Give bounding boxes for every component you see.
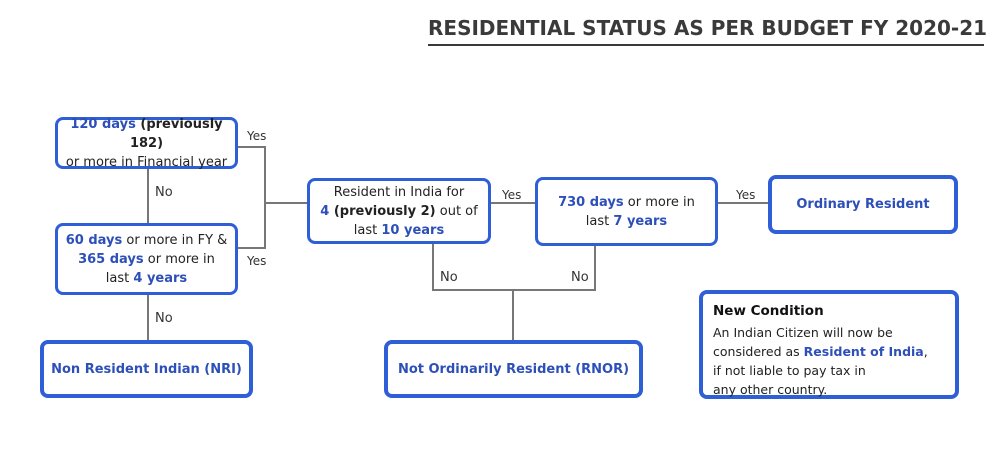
text: 4 years (133, 270, 188, 286)
text: any other country. (713, 382, 828, 397)
box-60-days: 60 days or more in FY & 365 days or more … (55, 223, 238, 295)
text: Resident in India for (333, 184, 465, 200)
text: , (923, 344, 928, 359)
text: 60 days (65, 232, 123, 248)
text: last (353, 222, 382, 238)
text: 7 years (613, 213, 668, 229)
yes-label: Yes (247, 129, 267, 143)
text: last (105, 270, 134, 286)
no-label: No (440, 270, 458, 285)
text: 4 (320, 203, 330, 219)
text: considered as (713, 344, 804, 359)
text: or more in (143, 251, 215, 267)
yes-label: Yes (247, 254, 267, 268)
text: 365 days (78, 251, 144, 267)
yes-label: Yes (736, 188, 756, 202)
no-label: No (155, 185, 173, 200)
box-ordinary-resident: Ordinary Resident (768, 175, 958, 234)
text: 730 days (558, 194, 624, 210)
text: An Indian Citizen will now be (713, 325, 893, 340)
text: or more in Financial year (65, 154, 228, 170)
text: if not liable to pay tax in (713, 363, 866, 378)
new-condition-box: New Condition An Indian Citizen will now… (699, 290, 959, 399)
text: 120 days (70, 116, 136, 132)
connector-120-yes (238, 146, 266, 249)
title-underline (428, 44, 984, 46)
diagram-title: RESIDENTIAL STATUS AS PER BUDGET FY 2020… (428, 16, 988, 40)
text: out of (435, 203, 478, 219)
text: (previously 182) (129, 116, 223, 151)
no-label: No (571, 270, 589, 285)
text: 10 years (381, 222, 445, 238)
box-120-days: 120 days (previously 182) or more in Fina… (55, 116, 238, 170)
box-nri: Non Resident Indian (NRI) (40, 340, 253, 398)
text: or more in (623, 194, 695, 210)
text: last (585, 213, 614, 229)
box-730-days: 730 days or more in last 7 years (535, 177, 718, 246)
yes-label: Yes (502, 188, 522, 202)
text: (previously 2) (329, 203, 436, 219)
new-condition-heading: New Condition (713, 303, 824, 319)
no-label: No (155, 311, 173, 326)
box-rnor: Not Ordinarily Resident (RNOR) (384, 340, 643, 398)
text: Resident of India (803, 344, 924, 359)
text: or more in FY & (122, 232, 228, 248)
